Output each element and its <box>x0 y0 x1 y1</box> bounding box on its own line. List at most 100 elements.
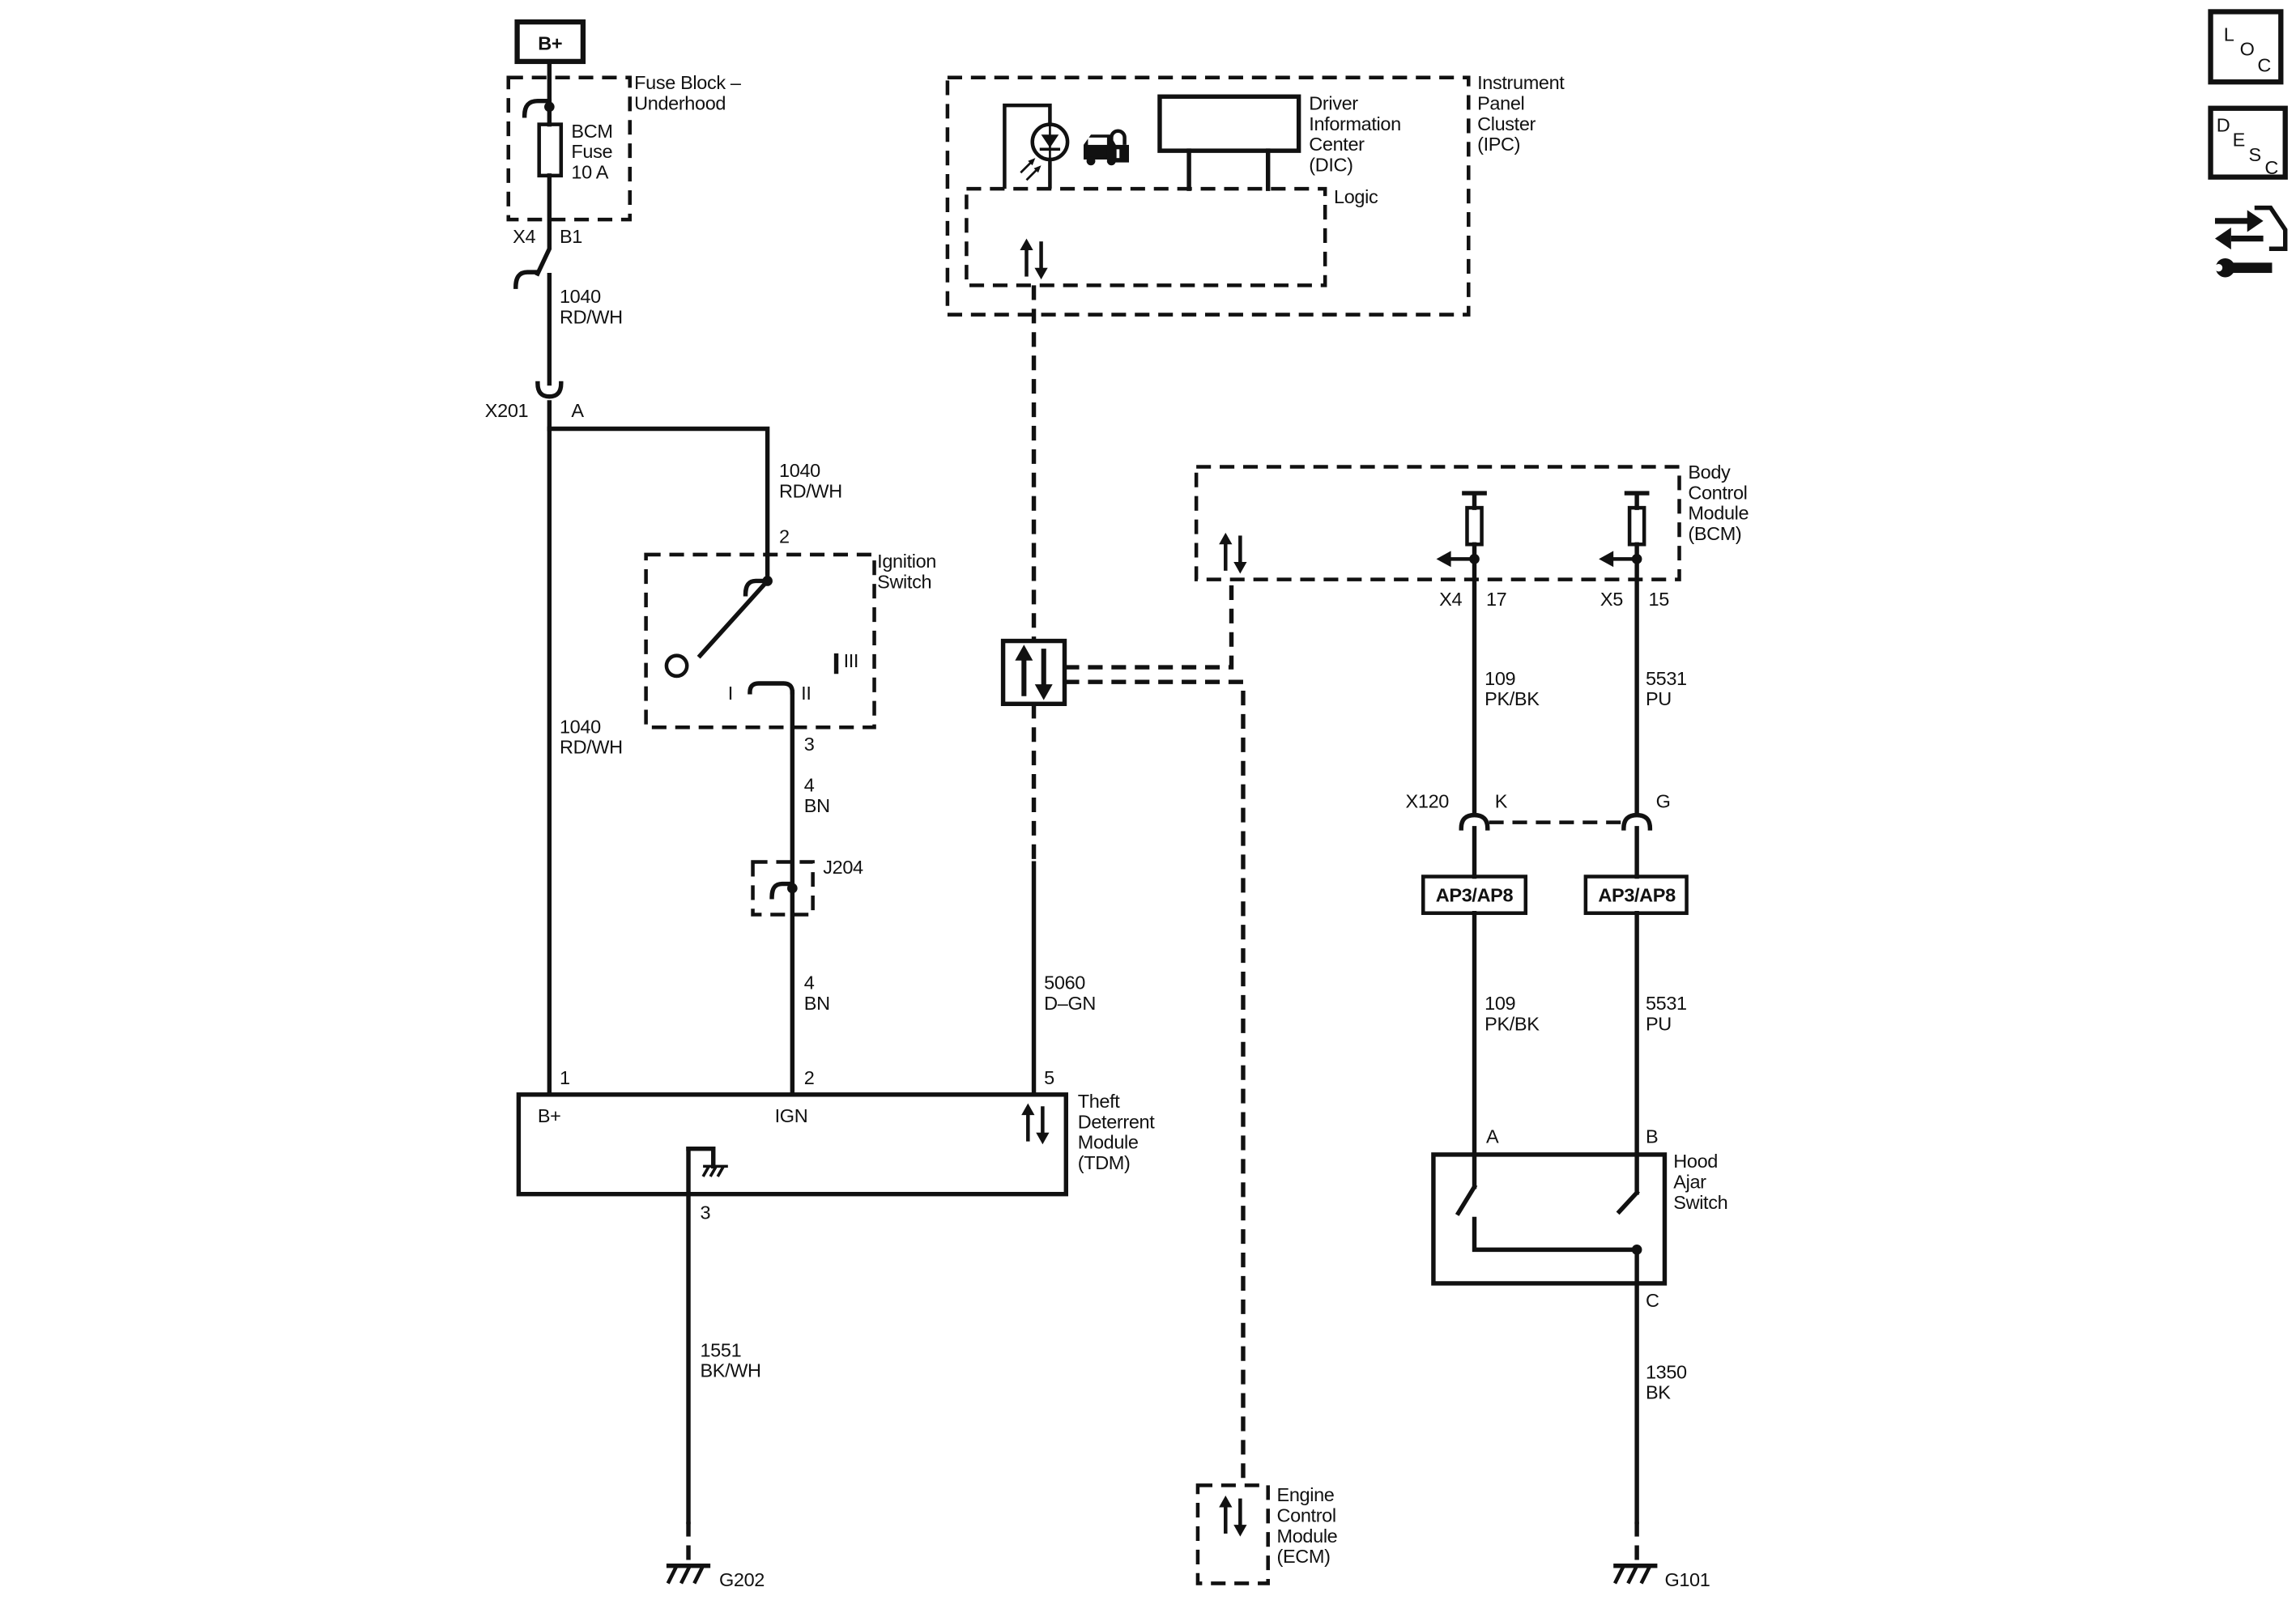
description-icon-letter: D <box>2217 115 2230 136</box>
wire-1040-to-ignition <box>547 426 770 584</box>
bcm-name-line: Module <box>1688 503 1749 524</box>
connector-x120-pin-g: G <box>1656 791 1671 812</box>
tdm-terminal-ign: IGN <box>775 1105 808 1126</box>
circuit-number: 1040 <box>560 286 601 307</box>
bcm-name-line: Control <box>1688 482 1747 503</box>
circuit-number: 4 <box>804 775 815 796</box>
connector-b1-pin: B1 <box>560 226 582 247</box>
splice-pack-label: AP3/AP8 <box>1598 884 1676 905</box>
circuit-number: 5531 <box>1646 668 1687 689</box>
ipc-name-line: Instrument <box>1477 72 1565 93</box>
circuit-color: RD/WH <box>560 737 623 758</box>
circuit-number: 109 <box>1485 668 1515 689</box>
ignition-switch-title: Ignition <box>877 551 936 572</box>
hood-ajar-switch-contacts <box>1455 1183 1642 1255</box>
circuit-color: BK/WH <box>700 1360 760 1381</box>
circuit-number: 5531 <box>1646 993 1687 1014</box>
splice-j204-dot <box>787 883 798 894</box>
ipc-outline <box>945 75 1471 317</box>
circuit-color: BN <box>804 993 830 1014</box>
bcm-input-circuit-15 <box>1599 491 1650 816</box>
ecm-outline <box>1195 1483 1270 1585</box>
description-icon-letter: S <box>2249 144 2261 165</box>
ground-icon <box>1613 1566 1657 1584</box>
serial-data-star-connector <box>1000 638 1067 706</box>
tdm-pin-ground: 3 <box>700 1202 710 1223</box>
ignition-position-3: III <box>844 650 859 671</box>
security-car-lock-icon <box>1083 129 1130 166</box>
splice-j204-hook <box>769 881 795 900</box>
ignition-switch-outline <box>644 552 876 730</box>
hood-switch-pin-a: A <box>1486 1126 1499 1147</box>
serial-data-icon <box>1021 1104 1049 1145</box>
ecm-name-line: Control <box>1277 1505 1336 1526</box>
tdm-terminal-b-plus: B+ <box>538 1105 561 1126</box>
circuit-number: 1040 <box>779 460 820 481</box>
fuse-label-type: Fuse <box>571 141 612 162</box>
location-icon[interactable]: L O C <box>2208 9 2284 85</box>
description-icon-letter: E <box>2233 130 2245 151</box>
circuit-color: RD/WH <box>779 480 842 501</box>
ignition-switch-run-contact <box>748 681 795 695</box>
dic-name-line: (DIC) <box>1309 154 1352 175</box>
hood-switch-pin-b: B <box>1646 1126 1658 1147</box>
dic-display <box>1157 94 1301 153</box>
dic-name-line: Information <box>1309 113 1401 134</box>
circuit-color: PK/BK <box>1485 1013 1540 1034</box>
circuit-color: BK <box>1646 1382 1671 1403</box>
connector-x120-k <box>1459 812 1490 831</box>
circuit-number: 4 <box>804 972 815 994</box>
circuit-color: PU <box>1646 1013 1672 1034</box>
tdm-pin-ign: 2 <box>804 1067 815 1088</box>
serial-data-icon <box>1219 533 1246 574</box>
connector-x201 <box>535 381 564 399</box>
ipc-name-line: Panel <box>1477 93 1524 114</box>
diagnostic-info-icon[interactable] <box>2207 202 2290 284</box>
connector-x120-label: X120 <box>1406 791 1450 812</box>
circuit-color: PK/BK <box>1485 688 1540 709</box>
serial-data-icon <box>1015 645 1052 700</box>
ecm-name-line: (ECM) <box>1277 1546 1331 1567</box>
fuse-label-rating: 10 A <box>571 161 608 182</box>
ipc-name-line: Cluster <box>1477 113 1536 134</box>
ipc-logic-outline <box>965 186 1327 287</box>
connector-x120-pin-k: K <box>1495 791 1508 812</box>
ignition-position-2: II <box>801 683 811 704</box>
location-icon-letter: O <box>2240 39 2255 60</box>
description-icon[interactable]: D E S C <box>2208 105 2288 180</box>
ignition-switch-subtitle: Switch <box>877 572 931 593</box>
circuit-color: RD/WH <box>560 306 623 327</box>
bcm-input-circuit-17 <box>1436 491 1487 816</box>
tdm-pin-serial: 5 <box>1044 1067 1054 1088</box>
tdm-module <box>516 1092 1069 1197</box>
ipc-name-line: (IPC) <box>1477 134 1520 155</box>
dic-name-line: Center <box>1309 134 1365 155</box>
location-icon-letter: C <box>2257 55 2271 76</box>
ipc-logic-label: Logic <box>1334 186 1378 207</box>
fuse-label-name: BCM <box>571 121 612 142</box>
connector-x201-pin: A <box>571 400 584 421</box>
bcm-connector-x4: X4 <box>1439 589 1462 610</box>
circuit-number: 5060 <box>1044 972 1085 994</box>
ecm-name-line: Module <box>1277 1526 1338 1547</box>
dic-connections <box>1186 148 1271 191</box>
tdm-pin-b-plus: 1 <box>560 1067 570 1088</box>
ignition-switch-pin-in: 2 <box>779 526 790 547</box>
circuit-color: BN <box>804 795 830 816</box>
hood-ajar-switch <box>1431 1152 1668 1286</box>
bcm-outline <box>1194 465 1681 581</box>
fuse-terminal-hook <box>522 98 552 118</box>
circuit-number: 1551 <box>700 1339 741 1360</box>
circuit-number: 1040 <box>560 716 601 737</box>
wire-fuse-output <box>535 173 552 277</box>
bcm-name-line: Body <box>1688 462 1731 483</box>
circuit-color: D–GN <box>1044 993 1096 1014</box>
serial-data-line-ecm <box>1064 679 1246 1486</box>
circuit-number: 109 <box>1485 993 1515 1014</box>
splice-j204-label: J204 <box>823 857 863 878</box>
ground-icon <box>667 1566 710 1584</box>
ground-g202-label: G202 <box>719 1569 765 1590</box>
bcm-pin-17: 17 <box>1486 589 1506 610</box>
location-icon-letter: L <box>2224 24 2234 45</box>
splice-pack-label: AP3/AP8 <box>1436 884 1514 905</box>
